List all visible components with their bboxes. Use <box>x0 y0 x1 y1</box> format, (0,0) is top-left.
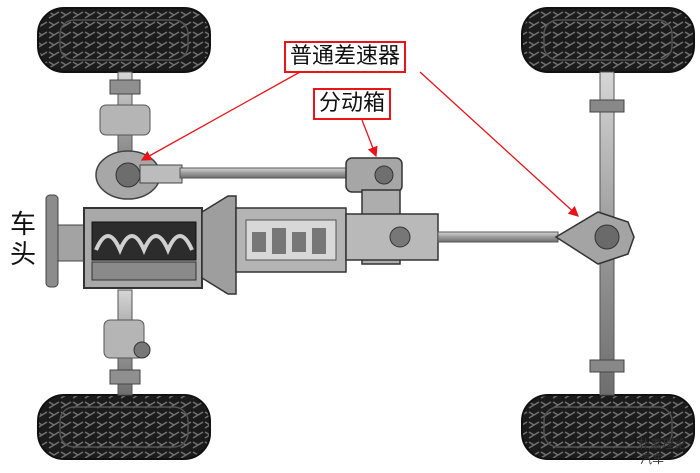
gearbox <box>201 195 347 295</box>
front-axle <box>99 71 151 396</box>
watermark-line2: 汽车 <box>640 452 665 466</box>
arrow-to-rear-differential <box>419 71 579 217</box>
front-label-line2: 头 <box>10 240 37 270</box>
tire-front-right <box>37 394 211 460</box>
tire-rear-left <box>521 7 695 73</box>
transfer-case <box>345 157 439 265</box>
callout-transfer-case-label: 分动箱 <box>313 88 392 120</box>
front-propeller-shaft <box>179 167 356 179</box>
arrow-to-front-differential <box>140 71 301 161</box>
front-differential <box>95 150 183 200</box>
rear-differential <box>554 211 635 265</box>
cooling-fan <box>45 194 85 288</box>
front-label-line1: 车 <box>10 210 37 240</box>
engine-block <box>83 207 203 289</box>
arrow-to-transfer-case <box>361 119 378 158</box>
rear-propeller-shaft <box>437 231 559 243</box>
tire-front-left <box>37 7 211 73</box>
watermark-line1: 朴素理论 <box>638 437 687 451</box>
callout-differential-label: 普通差速器 <box>284 41 407 73</box>
